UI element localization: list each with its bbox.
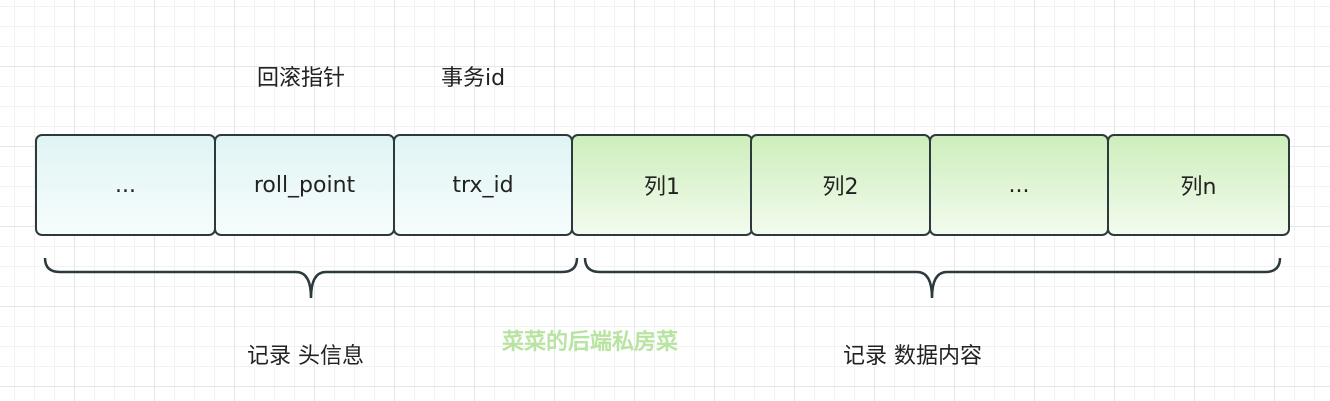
record-header-group-label: 记录 头信息 <box>247 344 364 369</box>
roll-point-cell: roll_point <box>214 134 395 236</box>
column-n-cell: 列n <box>1107 134 1290 236</box>
record-header-brace <box>43 257 579 299</box>
column-2-cell: 列2 <box>750 134 931 236</box>
watermark-text: 菜菜的后端私房菜 <box>502 330 679 355</box>
rollback-pointer-label: 回滚指针 <box>257 66 346 91</box>
record-header-cell-ellipsis: ... <box>35 134 216 236</box>
record-data-brace <box>583 257 1282 299</box>
transaction-id-label: 事务id <box>441 66 506 91</box>
record-data-group-label: 记录 数据内容 <box>843 344 982 369</box>
